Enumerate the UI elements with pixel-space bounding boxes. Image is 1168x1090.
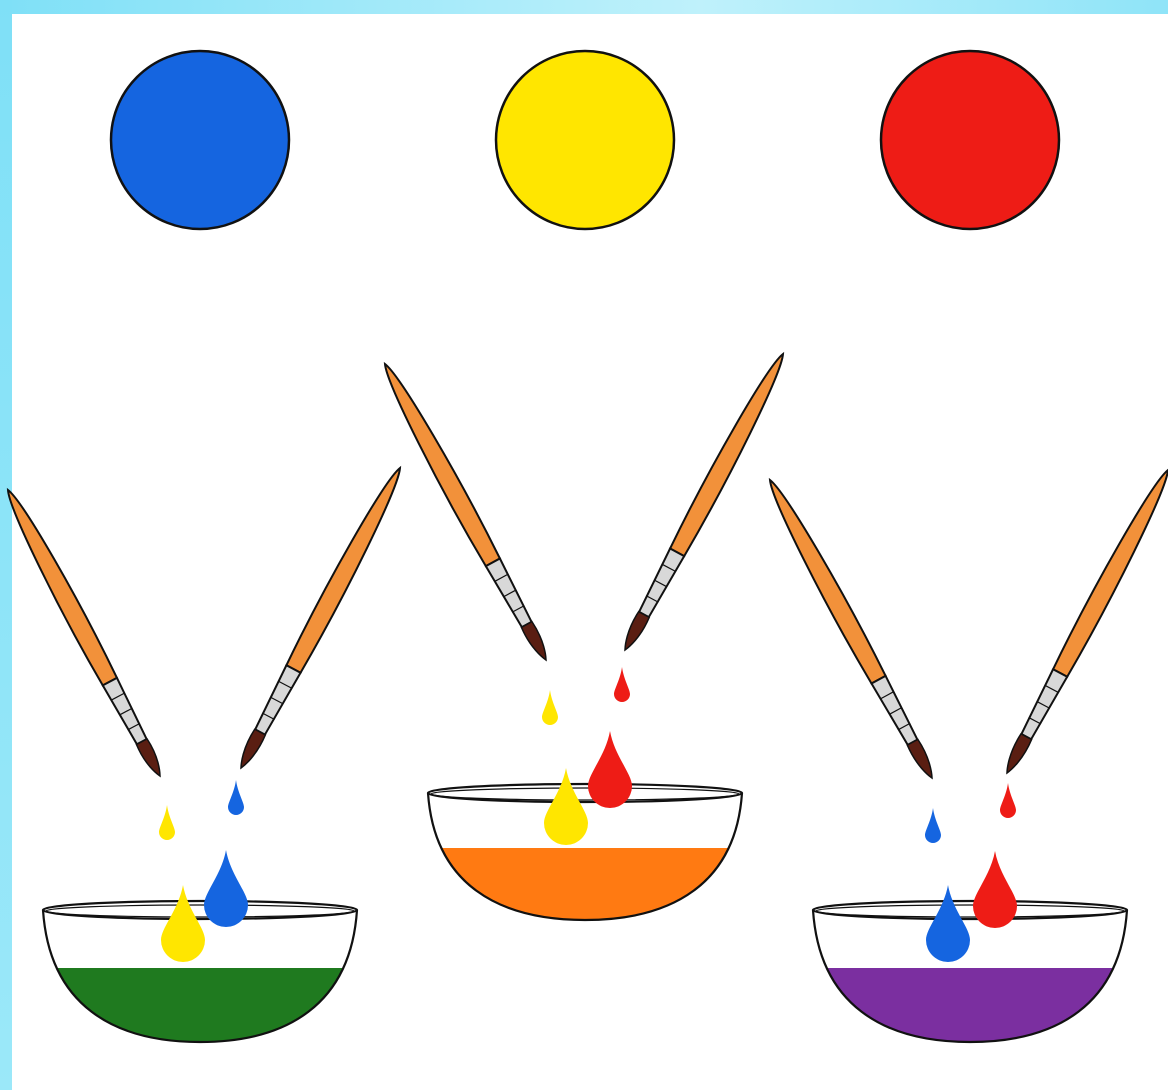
red-large-drop — [588, 731, 632, 808]
brush-tip — [1001, 734, 1032, 776]
purple-mixing-bowl — [808, 901, 1132, 1047]
blue-small-drop — [228, 780, 244, 815]
yellow-large-drop — [544, 768, 588, 845]
brush-tip — [619, 611, 649, 653]
brush-tip — [521, 621, 552, 663]
yellow-paint-brush — [0, 486, 168, 781]
brush-handle — [762, 476, 887, 685]
mix-scene-green — [159, 780, 244, 840]
red-small-drop — [614, 667, 630, 702]
brush-handle — [377, 360, 501, 567]
brush-handle — [285, 464, 408, 674]
yellow-small-drop — [542, 690, 558, 725]
blue-paint-circle — [111, 51, 289, 229]
blue-paint-brush — [762, 476, 940, 783]
yellow-small-drop — [159, 805, 175, 840]
brush-handle — [669, 350, 791, 557]
brush-tip — [907, 739, 938, 781]
brush-handle — [0, 486, 118, 686]
blue-large-drop — [204, 850, 248, 927]
blue-small-drop — [925, 808, 941, 843]
green-mixing-bowl — [38, 901, 362, 1047]
red-small-drop — [1000, 783, 1016, 818]
yellow-paint-brush — [377, 360, 554, 665]
blue-large-drop — [926, 885, 970, 962]
red-large-drop — [973, 851, 1017, 928]
brush-tip — [235, 729, 265, 771]
red-paint-brush — [999, 466, 1168, 778]
brush-tip — [136, 739, 166, 779]
red-paint-brush — [617, 350, 792, 655]
yellow-paint-circle — [496, 51, 674, 229]
mix-scene-orange — [542, 667, 630, 725]
red-paint-circle — [881, 51, 1059, 229]
yellow-large-drop — [161, 885, 205, 962]
mix-scene-purple — [925, 783, 1016, 843]
blue-paint-brush — [233, 464, 409, 773]
brush-handle — [1052, 466, 1168, 678]
orange-mixing-bowl — [423, 784, 747, 925]
